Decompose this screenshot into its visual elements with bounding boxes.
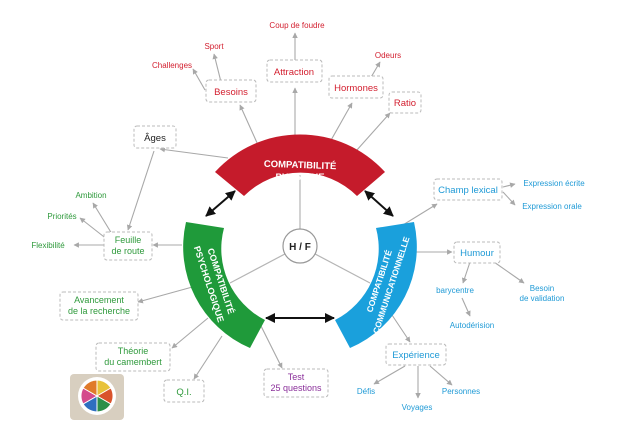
- ages-box: [133, 125, 177, 149]
- ambition-label: Ambition: [75, 191, 106, 200]
- sport-label: Sport: [204, 42, 224, 51]
- experience-label: Expérience: [392, 350, 440, 361]
- trivial-pursuit-camembert-icon: [70, 374, 124, 420]
- expression-ecrite-label: Expression écrite: [523, 179, 585, 188]
- ages-label: Âges: [144, 133, 166, 144]
- theorie-line2: du camembert: [104, 357, 162, 367]
- center-circle: [282, 228, 318, 264]
- test-box: [263, 368, 329, 398]
- ratio-label: Ratio: [394, 98, 416, 109]
- voyages-label: Voyages: [402, 403, 433, 412]
- champ-lexical-box: [433, 178, 503, 201]
- besoin-line1: Besoin: [530, 284, 554, 293]
- theorie-box: [95, 342, 171, 372]
- personnes-label: Personnes: [442, 387, 480, 396]
- qi-label: Q.I.: [176, 387, 191, 398]
- experience-box: [385, 343, 447, 366]
- ratio-box: [388, 91, 422, 114]
- double-arrows: [205, 190, 394, 323]
- sector-communicationnelle: [335, 222, 417, 348]
- sector-physique-line2: PHYSIQUE: [275, 172, 324, 183]
- hormones-box: [328, 75, 384, 99]
- camembert-wedge: [82, 379, 98, 397]
- expression-orale-label: Expression orale: [522, 202, 582, 211]
- priorites-label: Priorités: [47, 212, 76, 221]
- champ-lexical-label: Champ lexical: [438, 185, 498, 196]
- defis-label: Défis: [357, 387, 375, 396]
- qi-box: [163, 379, 205, 403]
- theorie-line1: Théorie: [118, 346, 149, 356]
- humour-box: [453, 241, 501, 264]
- autoderision-label: Autodérision: [450, 321, 494, 330]
- sector-physique: [215, 134, 385, 196]
- avancement-box: [59, 291, 139, 321]
- sector-physique-line1: COMPATIBILITÉ: [264, 159, 337, 173]
- besoins-label: Besoins: [214, 87, 248, 98]
- coup-de-foudre-label: Coup de foudre: [269, 21, 325, 30]
- besoins-box: [205, 79, 257, 103]
- test-line1: Test: [288, 372, 305, 382]
- attraction-label: Attraction: [274, 67, 314, 78]
- feuille-label: Feuille: [115, 235, 142, 245]
- flexibilite-label: Flexibilité: [31, 241, 65, 250]
- humour-label: Humour: [460, 248, 494, 259]
- sector-psychologique: [183, 222, 265, 348]
- challenges-label: Challenges: [152, 61, 192, 70]
- center-label: H / F: [289, 242, 311, 253]
- attraction-box: [266, 59, 323, 83]
- odeurs-label: Odeurs: [375, 51, 401, 60]
- feuille-de-route-box: [103, 231, 153, 261]
- besoin-line2: de validation: [520, 294, 565, 303]
- barycentre-label: barycentre: [436, 286, 474, 295]
- test-line2: 25 questions: [270, 383, 322, 393]
- de-route-label: de route: [111, 246, 144, 256]
- avancement-line1: Avancement: [74, 295, 124, 305]
- hormones-label: Hormones: [334, 83, 378, 94]
- avancement-line2: de la recherche: [68, 306, 130, 316]
